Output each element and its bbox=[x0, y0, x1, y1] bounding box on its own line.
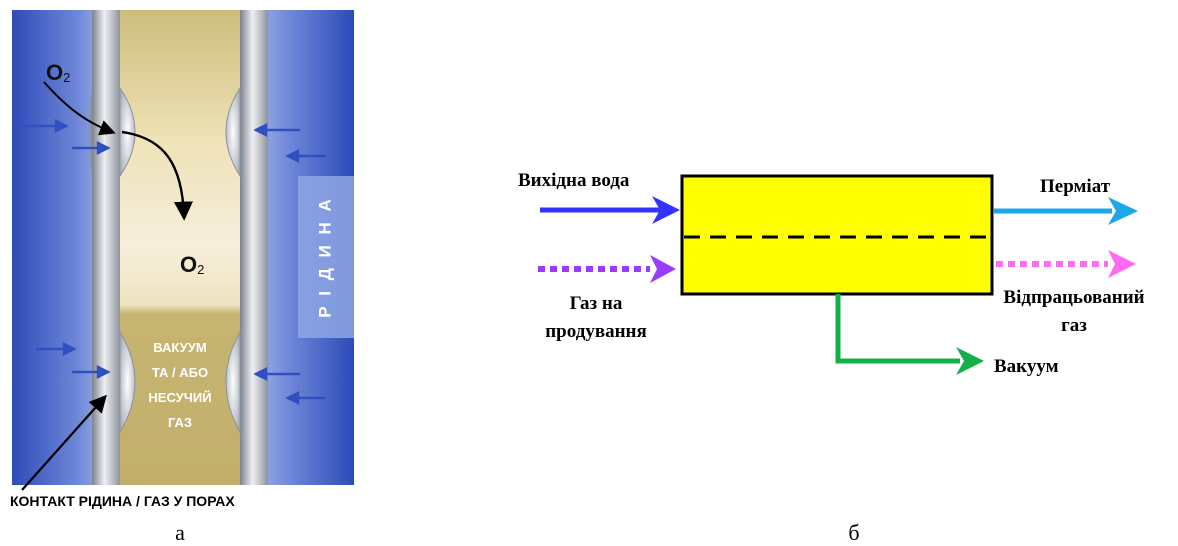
o2-top-label: O2 bbox=[46, 60, 70, 85]
contact-caption: КОНТАКТ РІДИНА / ГАЗ У ПОРАХ bbox=[10, 493, 235, 509]
sweep-gas-arrow bbox=[538, 255, 676, 283]
pore-line-3: НЕСУЧИЙ bbox=[148, 390, 211, 405]
panel-b-letter: б bbox=[848, 520, 859, 545]
pore-interior bbox=[118, 10, 240, 485]
exhaust-gas-label-line2: газ bbox=[1061, 315, 1087, 336]
sweep-gas-label-line2: продування bbox=[545, 321, 647, 342]
panel-b-flow-diagram: Вихідна вода Газ на продування Перміат В… bbox=[518, 170, 1145, 545]
vacuum-arrow bbox=[835, 294, 984, 375]
permeate-label: Перміат bbox=[1040, 176, 1111, 197]
membrane-wall-right bbox=[225, 10, 268, 485]
feed-water-arrow bbox=[540, 196, 680, 224]
permeate-arrow bbox=[994, 197, 1138, 225]
pore-line-1: ВАКУУМ bbox=[153, 340, 206, 355]
membrane-wall-left bbox=[89, 10, 136, 485]
pore-gas-label: ВАКУУМ ТА / АБО НЕСУЧИЙ ГАЗ bbox=[148, 340, 211, 430]
panel-a-membrane-illustration: Р І Д И Н А O2 O2 ВАКУУМ ТА / АБО НЕСУЧИ… bbox=[10, 10, 354, 545]
contact-pointer-arrow bbox=[21, 394, 107, 491]
liquid-label: Р І Д И Н А bbox=[315, 196, 334, 318]
exhaust-gas-arrow bbox=[996, 250, 1136, 278]
o2-mid-label: O2 bbox=[180, 252, 204, 277]
exhaust-gas-label-line1: Відпрацьований bbox=[1003, 287, 1144, 308]
vacuum-label: Вакуум bbox=[994, 356, 1059, 377]
liquid-label-box bbox=[298, 176, 354, 338]
o2-entry-arrow bbox=[43, 81, 116, 136]
feed-water-label: Вихідна вода bbox=[518, 170, 630, 191]
liquid-pressure-arrows bbox=[22, 118, 326, 406]
sweep-gas-label-line1: Газ на bbox=[570, 293, 623, 314]
o2-diffusion-arrow bbox=[121, 130, 194, 221]
pore-line-2: ТА / АБО bbox=[152, 365, 208, 380]
panel-a-letter: а bbox=[175, 520, 185, 545]
membrane-module-box bbox=[680, 174, 994, 296]
pore-line-4: ГАЗ bbox=[168, 415, 192, 430]
